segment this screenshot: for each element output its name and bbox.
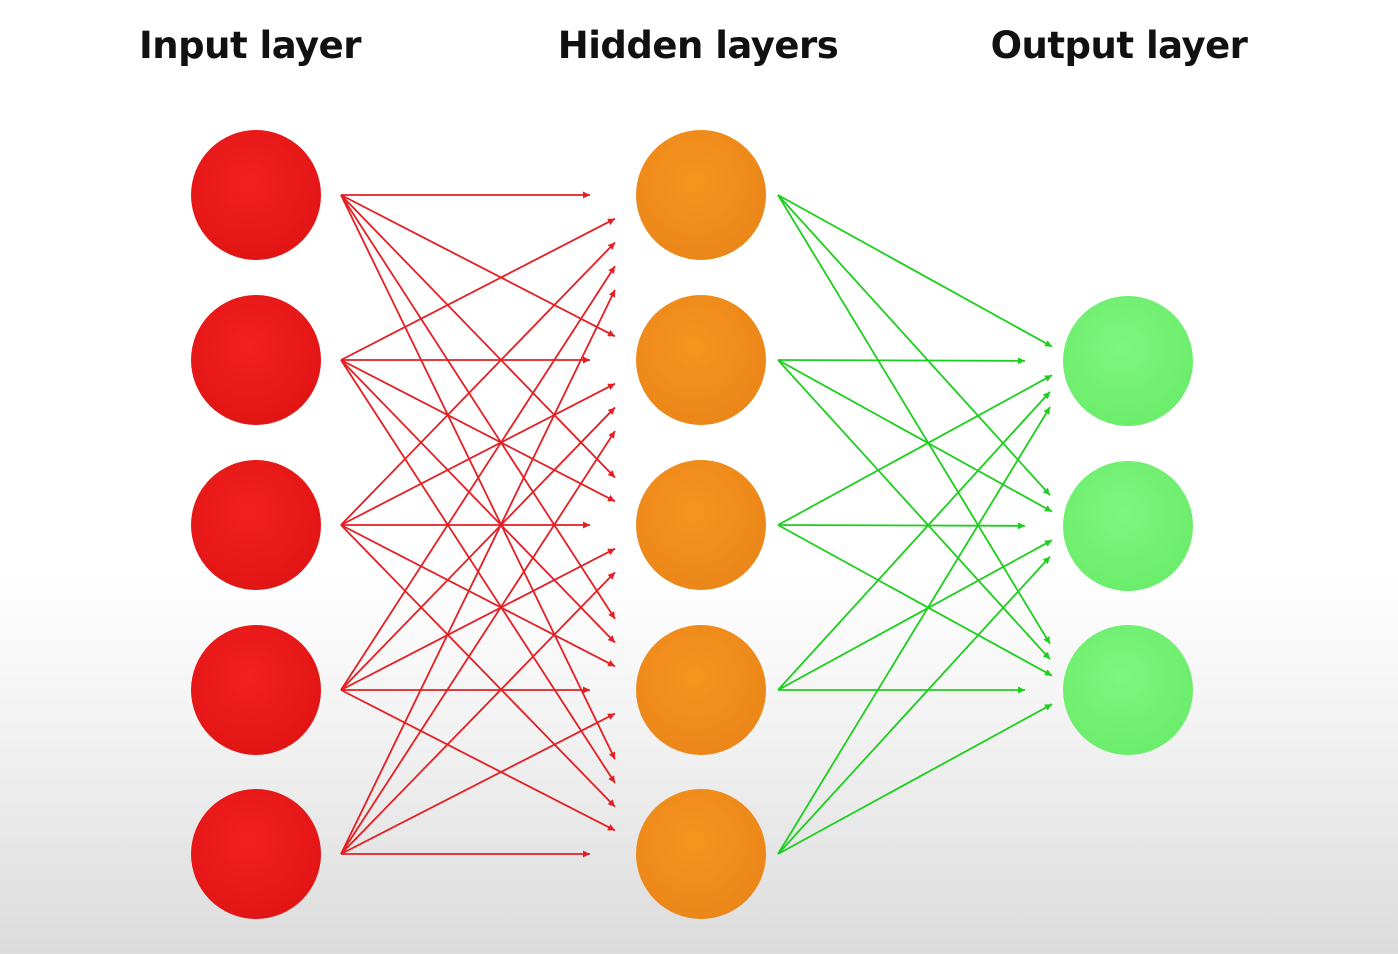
- output-node-2: [1063, 461, 1193, 591]
- input-layer-title: Input layer: [139, 24, 361, 67]
- input-to-hidden-arrow-0-3: [340, 194, 616, 620]
- input-to-hidden-arrow-3-0: [340, 265, 616, 691]
- hidden-to-output-arrow-3-0: [777, 391, 1051, 691]
- hidden-node-3: [636, 460, 766, 590]
- input-to-hidden-arrow-1-0: [340, 217, 616, 361]
- hidden-to-output-arrow-0-0: [777, 194, 1053, 348]
- input-node-1: [191, 130, 321, 260]
- network-nodes: [191, 130, 1193, 919]
- hidden-node-5: [636, 789, 766, 919]
- hidden-to-output-arrow-1-1: [777, 359, 1053, 513]
- output-node-3: [1063, 625, 1193, 755]
- input-to-hidden-arrow-4-3: [340, 712, 616, 855]
- output-layer-title: Output layer: [990, 24, 1248, 67]
- input-node-4: [191, 625, 321, 755]
- hidden-layers-title: Hidden layers: [557, 24, 839, 67]
- input-to-hidden-arrow-2-3: [340, 524, 616, 668]
- hidden-to-output-arrow-3-1: [777, 539, 1053, 691]
- output-node-1: [1063, 296, 1193, 426]
- input-to-hidden-arrow-3-2: [340, 547, 616, 691]
- hidden-to-output-arrow-2-1: [777, 522, 1026, 530]
- hidden-to-output-arrow-1-0: [777, 357, 1026, 365]
- hidden-node-4: [636, 625, 766, 755]
- hidden-to-output-arrow-1-2: [777, 359, 1051, 660]
- hidden-to-output-arrow-2-2: [777, 524, 1053, 677]
- hidden-to-output-arrow-4-1: [777, 556, 1051, 855]
- input-to-hidden-arrow-3-1: [340, 406, 616, 691]
- hidden-to-output-arrow-4-0: [777, 406, 1051, 855]
- input-node-5: [191, 789, 321, 919]
- hidden-node-2: [636, 295, 766, 425]
- hidden-to-output-arrow-2-0: [777, 374, 1053, 526]
- input-to-hidden-arrow-4-2: [340, 571, 616, 855]
- input-node-2: [191, 295, 321, 425]
- input-to-hidden-arrow-4-0: [340, 289, 616, 855]
- input-to-hidden-arrow-1-3: [340, 359, 616, 644]
- input-node-3: [191, 460, 321, 590]
- input-to-hidden-arrow-4-1: [340, 430, 616, 855]
- input-to-hidden-arrow-1-2: [340, 359, 616, 503]
- connection-arrows: [340, 191, 1053, 858]
- hidden-to-output-arrow-0-2: [777, 194, 1051, 645]
- input-to-hidden-arrow-0-2: [340, 194, 616, 479]
- input-to-hidden-arrow-2-1: [340, 382, 616, 526]
- input-to-hidden-arrow-2-0: [340, 241, 616, 526]
- hidden-node-1: [636, 130, 766, 260]
- input-to-hidden-arrow-2-4: [340, 524, 616, 808]
- input-to-hidden-arrow-0-1: [340, 194, 616, 338]
- hidden-to-output-arrow-0-1: [777, 194, 1051, 496]
- hidden-to-output-arrow-4-2: [777, 703, 1053, 855]
- input-to-hidden-arrow-3-4: [340, 689, 616, 832]
